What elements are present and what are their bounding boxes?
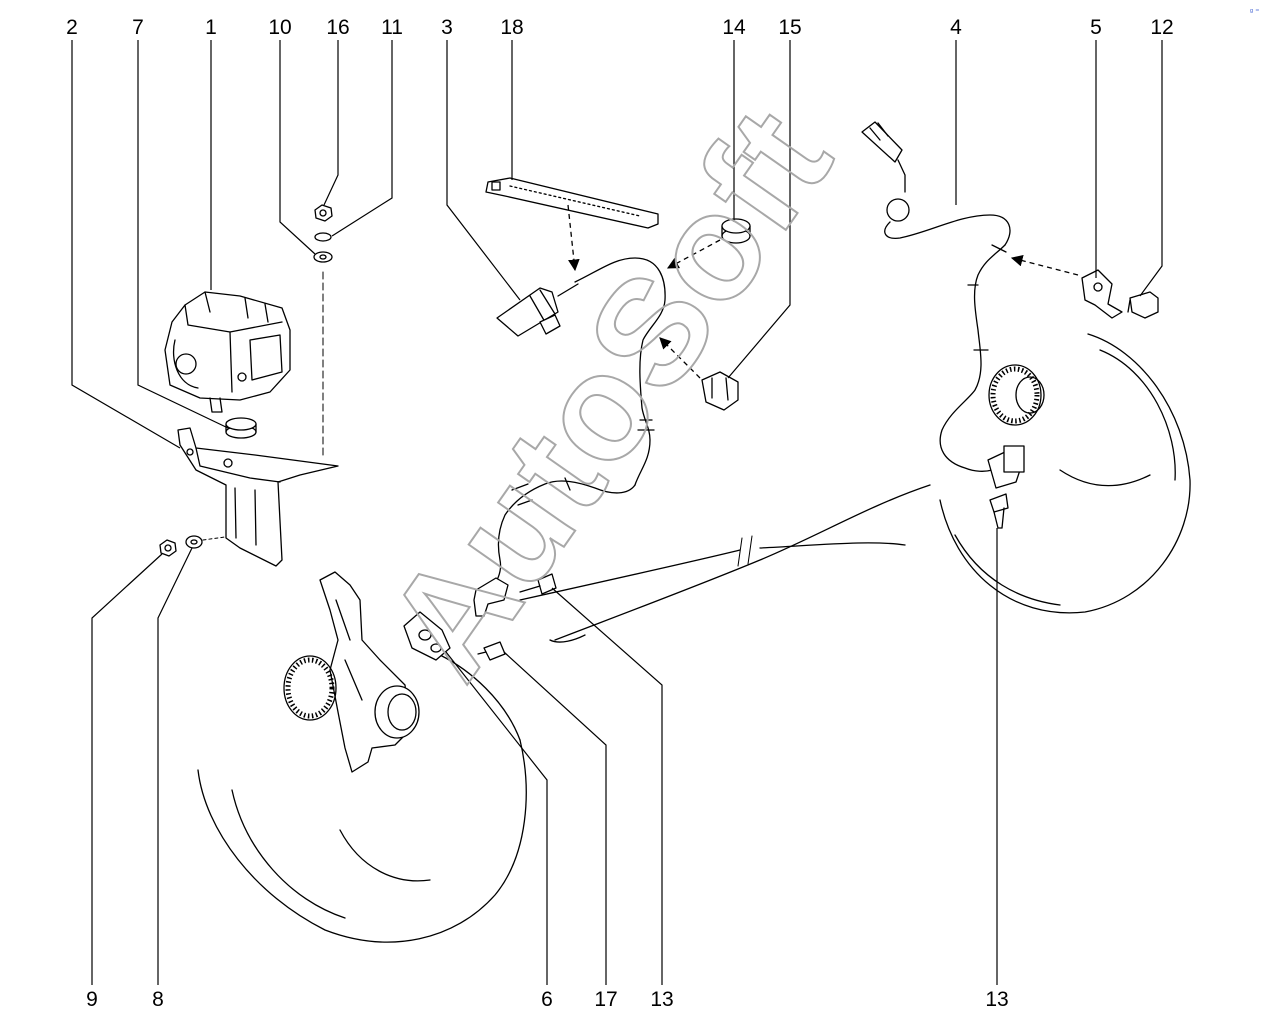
bolt-part-13-front bbox=[519, 573, 557, 595]
rear-clip-part-5 bbox=[1081, 269, 1123, 319]
callout-13-front: 13 bbox=[650, 988, 673, 1011]
watermark: AutoSoft bbox=[353, 77, 865, 707]
callout-13-rear: 13 bbox=[985, 988, 1008, 1011]
bolt-part-13-rear bbox=[989, 493, 1009, 529]
callout-14: 14 bbox=[722, 16, 746, 39]
callout-4: 4 bbox=[950, 16, 962, 39]
front-knuckle-hub bbox=[283, 571, 420, 773]
callout-12: 12 bbox=[1150, 16, 1173, 39]
bolt-part-17 bbox=[477, 641, 506, 661]
callout-6: 6 bbox=[541, 988, 553, 1011]
callout-3: 3 bbox=[441, 16, 453, 39]
abs-hydraulic-unit bbox=[164, 291, 291, 413]
washer-part-8 bbox=[185, 535, 203, 549]
corner-mark: ᵍ ⁼ bbox=[1250, 7, 1259, 16]
callout-5: 5 bbox=[1090, 16, 1102, 39]
callout-2: 2 bbox=[66, 16, 78, 39]
front-sensor-harness bbox=[473, 257, 666, 617]
front-wheel-outline bbox=[197, 654, 527, 943]
harness-clip-part-15 bbox=[701, 371, 739, 411]
mounting-bracket bbox=[177, 427, 339, 567]
callout-8: 8 bbox=[152, 988, 164, 1011]
washer-part-11 bbox=[314, 232, 332, 242]
callout-10: 10 bbox=[268, 16, 291, 39]
callout-15: 15 bbox=[778, 16, 801, 39]
rear-sensor-harness bbox=[861, 121, 1025, 489]
callout-1: 1 bbox=[205, 16, 217, 39]
rear-wheel-outline bbox=[939, 333, 1191, 614]
leader-lines bbox=[71, 40, 1163, 985]
rear-hub-gear bbox=[988, 364, 1045, 426]
callout-7: 7 bbox=[132, 16, 144, 39]
callout-16: 16 bbox=[326, 16, 349, 39]
callouts-bottom: 9 8 6 17 13 13 bbox=[86, 988, 1009, 1011]
cable-tie-strap bbox=[485, 177, 659, 229]
grommet-part-14 bbox=[721, 218, 751, 244]
axle-body-outline bbox=[519, 484, 931, 643]
callout-18: 18 bbox=[500, 16, 523, 39]
callouts-top: 2 7 1 10 16 11 3 18 14 15 4 5 12 bbox=[66, 16, 1174, 39]
watermark-text: AutoSoft bbox=[354, 78, 864, 706]
callout-17: 17 bbox=[594, 988, 617, 1011]
sensor-plate-part-6 bbox=[403, 611, 451, 661]
grommet-part-7 bbox=[225, 417, 257, 439]
washer-part-10 bbox=[313, 251, 333, 263]
nut-part-16 bbox=[314, 204, 333, 222]
callout-11: 11 bbox=[381, 16, 403, 39]
bolt-part-12 bbox=[1127, 291, 1159, 319]
callout-9: 9 bbox=[86, 988, 98, 1011]
nut-part-9 bbox=[159, 539, 177, 557]
